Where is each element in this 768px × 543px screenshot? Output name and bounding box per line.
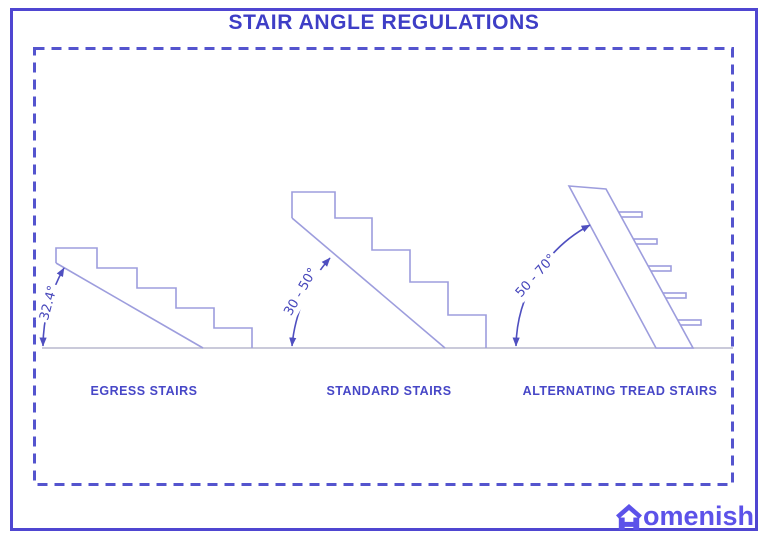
egress-stairs-stringer: [55, 262, 204, 349]
tread-1: [618, 211, 643, 218]
egress-stairs-caption: EGRESS STAIRS: [90, 384, 198, 398]
outer-border: [10, 8, 758, 531]
homenish-logo: omenish: [615, 501, 754, 531]
standard-stairs-stringer: [291, 217, 446, 349]
logo-text: omenish: [642, 501, 754, 531]
tread-2: [633, 238, 658, 245]
standard-stairs-outline: [291, 191, 487, 348]
inner-dashed-border: [33, 47, 734, 486]
egress-stairs-drawing: [39, 247, 253, 349]
tread-4: [662, 292, 687, 299]
egress-stairs-outline: [55, 247, 253, 348]
tread-3: [647, 265, 672, 272]
standard-stairs-caption: STANDARD STAIRS: [326, 384, 452, 398]
alternating-tread-stairs-caption: ALTERNATING TREAD STAIRS: [522, 384, 718, 398]
page-title: STAIR ANGLE REGULATIONS: [228, 11, 540, 34]
alternating-stringer-plank: [567, 185, 695, 349]
house-icon: [615, 503, 642, 530]
tread-5: [677, 319, 702, 326]
